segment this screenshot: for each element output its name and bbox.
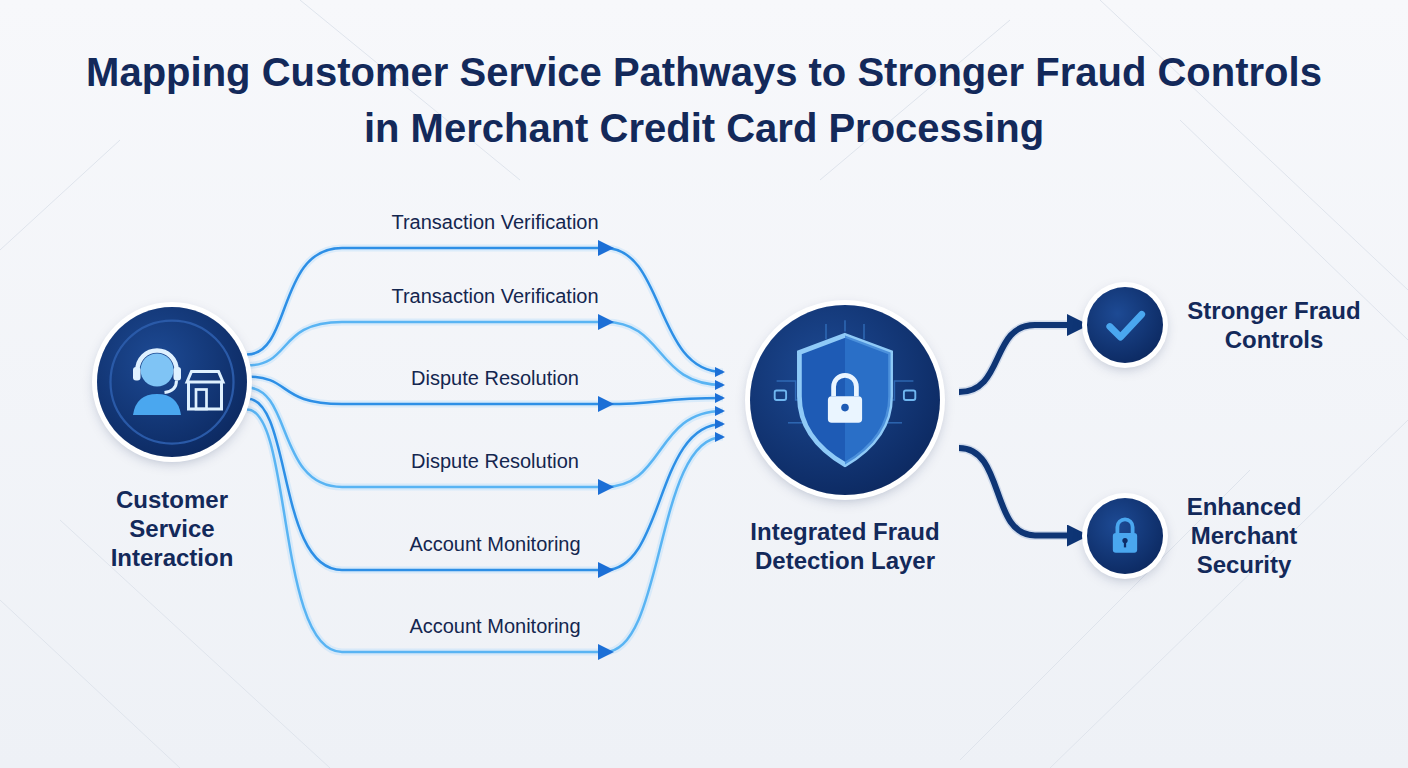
flow-connector	[247, 240, 723, 372]
circle-node: Integrated Fraud Detection Layer	[725, 305, 965, 575]
arrow-head	[598, 479, 614, 495]
node-label: Customer Service Interaction	[97, 485, 247, 572]
arrow-head	[598, 240, 614, 256]
icon-circle	[1087, 287, 1163, 363]
icon-circle	[750, 305, 940, 495]
flow-connector	[247, 388, 723, 496]
connector-glow	[247, 248, 723, 372]
diagram-title: Mapping Customer Service Pathways to Str…	[79, 44, 1329, 156]
connector-glow	[959, 448, 1085, 536]
connector-line	[247, 410, 723, 653]
edge-label: Dispute Resolution	[411, 367, 579, 390]
circle-node: Customer Service Interaction	[97, 307, 247, 572]
connector-glow	[959, 325, 1085, 392]
circle-node: Stronger Fraud Controls	[1087, 287, 1379, 363]
icon	[750, 305, 940, 495]
flow-connector	[959, 325, 1085, 392]
node-label: Enhanced Merchant Security	[1169, 492, 1319, 579]
connector-line	[247, 388, 723, 488]
connector-glow	[247, 399, 723, 571]
icon-circle	[97, 307, 247, 457]
icon-circle	[1087, 498, 1163, 574]
icon	[1087, 498, 1163, 574]
icon	[1087, 287, 1163, 363]
icon	[97, 307, 247, 457]
connector-line	[247, 248, 723, 372]
edge-label: Account Monitoring	[409, 533, 580, 556]
edge-label: Dispute Resolution	[411, 450, 579, 473]
flow-connector	[247, 410, 723, 661]
arrow-head	[598, 644, 614, 660]
circle-node: Enhanced Merchant Security	[1087, 492, 1319, 579]
node-label: Integrated Fraud Detection Layer	[725, 517, 965, 575]
node-label: Stronger Fraud Controls	[1169, 296, 1379, 354]
edge-label: Transaction Verification	[391, 211, 598, 234]
arrow-head	[598, 562, 614, 578]
connector-line	[959, 448, 1085, 536]
edge-label: Transaction Verification	[391, 285, 598, 308]
flow-connector	[247, 399, 723, 579]
arrow-head	[598, 396, 614, 412]
flow-connector	[959, 448, 1085, 536]
edge-label: Account Monitoring	[409, 615, 580, 638]
connector-glow	[247, 388, 723, 488]
arrow-head	[598, 314, 614, 330]
connector-glow	[247, 410, 723, 653]
connector-line	[247, 399, 723, 571]
connector-line	[959, 325, 1085, 392]
